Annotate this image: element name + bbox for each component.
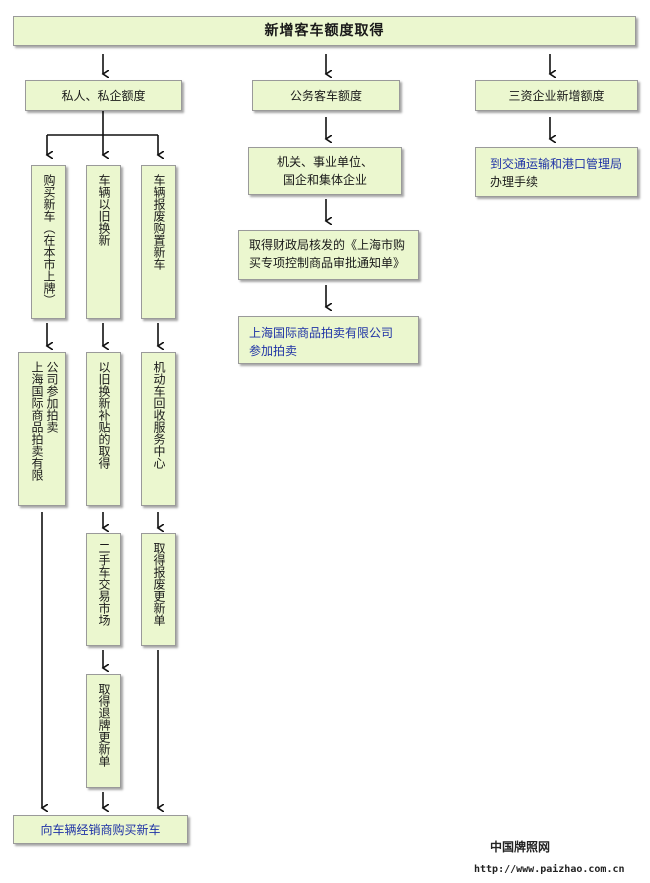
flowchart-title: 新增客车额度取得 [13, 16, 636, 46]
step-used-car-market: 二手车交易市场 [86, 533, 121, 646]
step-trade-in-subsidy: 以旧换新补贴的取得 [86, 352, 121, 506]
branch-public-quota: 公务客车额度 [252, 80, 400, 111]
step-recycle-center-label: 机动车回收服务中心 [152, 361, 166, 469]
public-organizations-line1: 机关、事业单位、 [276, 155, 373, 169]
public-approval-notice-line1: 取得财政局核发的《上海市购 [249, 238, 406, 252]
branch-private-quota: 私人、私企额度 [25, 80, 182, 111]
foreign-transport-bureau: 到交通运输和港口管理局 办理手续 [475, 147, 638, 197]
step-scrap-certificate-label: 取得报废更新单 [152, 542, 166, 626]
path-trade-in-label: 车辆以旧换新 [97, 174, 111, 246]
step-auction-company-line2: 公司参加拍卖 [45, 361, 59, 433]
foreign-transport-bureau-line2: 办理手续 [490, 175, 539, 189]
footer-url: http://www.paizhao.com.cn [474, 864, 625, 875]
step-auction-company: 上海国际商品拍卖有限 公司参加拍卖 [18, 352, 66, 506]
step-buy-from-dealer: 向车辆经销商购买新车 [13, 815, 188, 844]
public-auction-company-line2: 参加拍卖 [249, 344, 298, 358]
public-approval-notice-line2: 买专项控制商品审批通知单》 [249, 256, 406, 270]
step-recycle-center: 机动车回收服务中心 [141, 352, 176, 506]
public-auction-company-line1: 上海国际商品拍卖有限公司 [249, 326, 394, 340]
public-auction-company: 上海国际商品拍卖有限公司 参加拍卖 [238, 316, 419, 364]
foreign-transport-bureau-line1: 到交通运输和港口管理局 [490, 157, 623, 171]
path-buy-new: 购买新车（在本市上牌） [31, 165, 66, 319]
branch-foreign-quota: 三资企业新增额度 [475, 80, 638, 111]
public-approval-notice: 取得财政局核发的《上海市购 买专项控制商品审批通知单》 [238, 230, 419, 280]
path-scrap: 车辆报废购置新车 [141, 165, 176, 319]
step-retire-certificate: 取得退牌更新单 [86, 674, 121, 788]
public-organizations-line2: 国企和集体企业 [282, 173, 367, 187]
step-trade-in-subsidy-label: 以旧换新补贴的取得 [97, 361, 111, 469]
step-used-car-market-label: 二手车交易市场 [97, 542, 111, 626]
step-retire-certificate-label: 取得退牌更新单 [97, 683, 111, 767]
path-buy-new-label: 购买新车（在本市上牌） [42, 174, 56, 306]
step-scrap-certificate: 取得报废更新单 [141, 533, 176, 646]
path-trade-in: 车辆以旧换新 [86, 165, 121, 319]
public-organizations: 机关、事业单位、 国企和集体企业 [248, 147, 402, 195]
path-scrap-label: 车辆报废购置新车 [152, 174, 166, 270]
step-auction-company-line1: 上海国际商品拍卖有限 [30, 361, 44, 481]
footer-site-name: 中国牌照网 [490, 840, 551, 854]
